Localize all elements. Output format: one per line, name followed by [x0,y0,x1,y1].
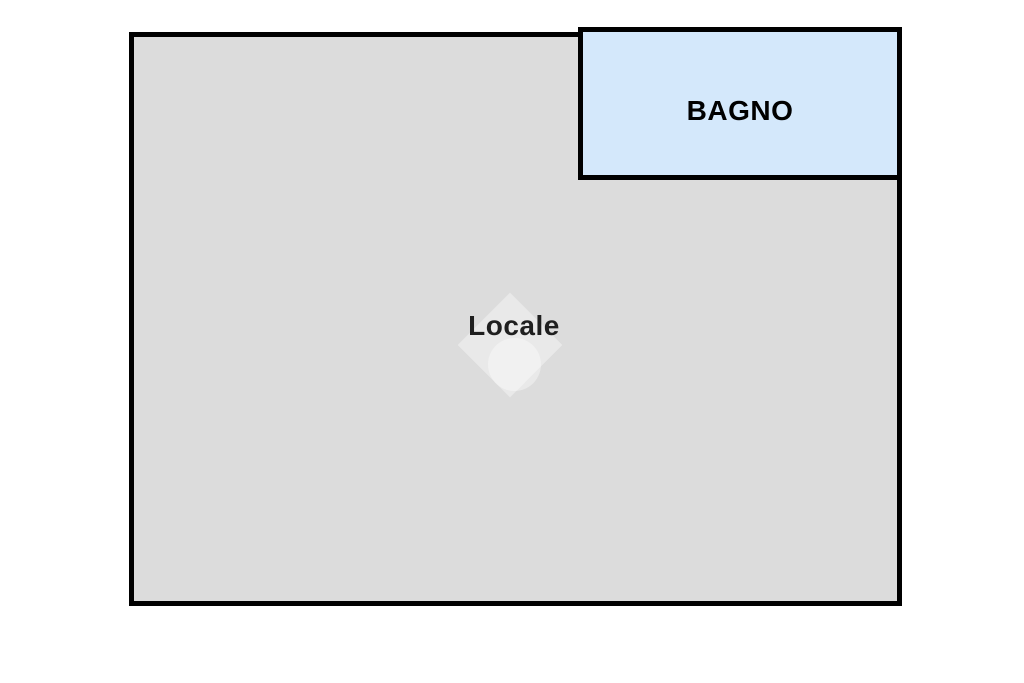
room-label-bagno: BAGNO [686,95,794,126]
room-bagno [578,27,902,180]
room-label-locale: Locale [468,310,560,341]
